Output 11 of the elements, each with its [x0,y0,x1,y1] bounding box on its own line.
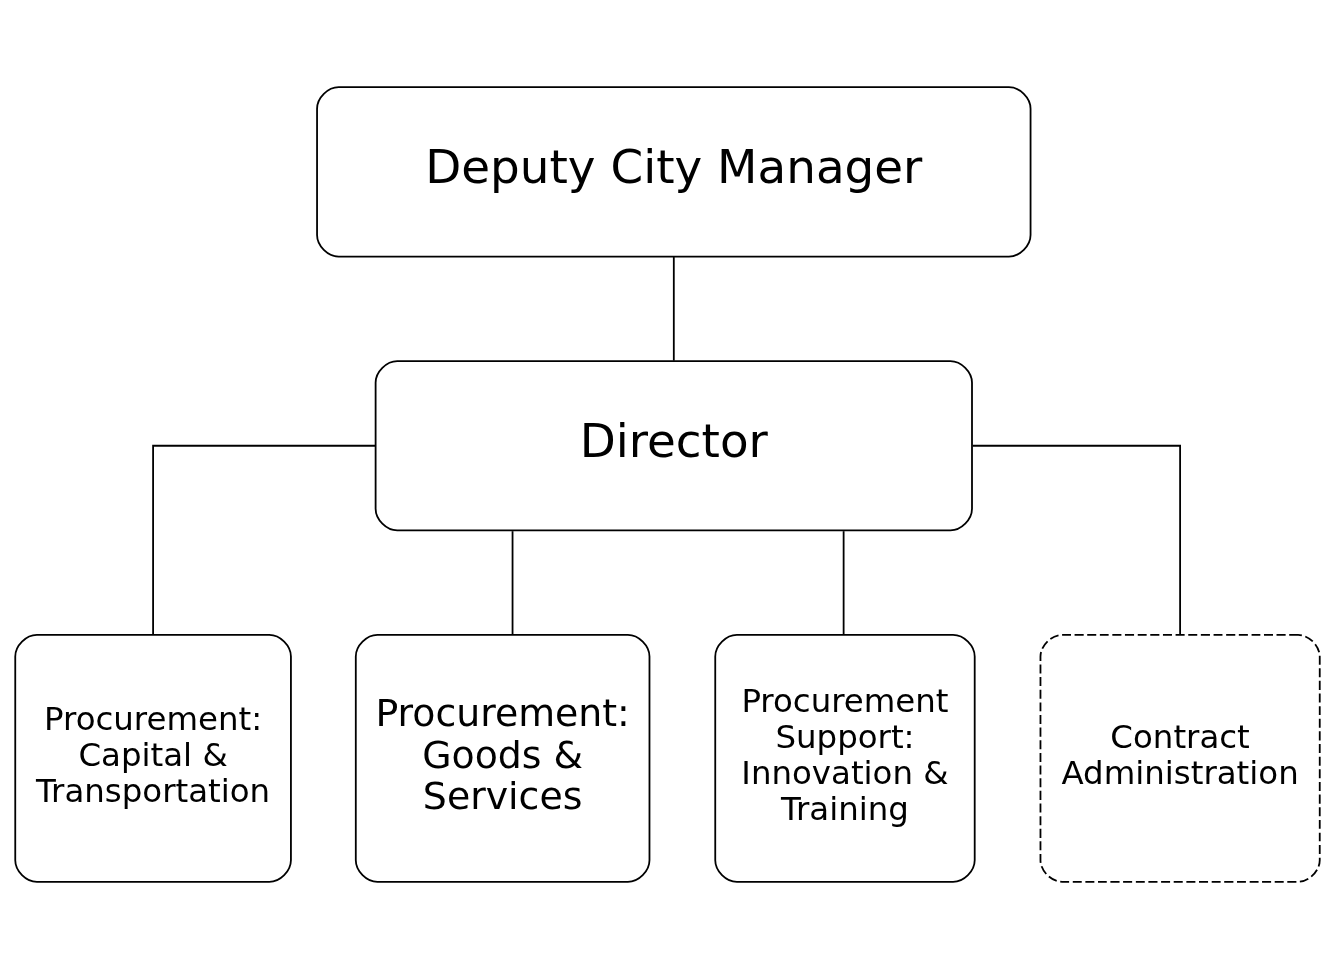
node-box: Deputy City Manager [316,85,1032,257]
connector [971,444,1181,636]
node-box: Contract Administration [1039,633,1321,883]
node-box: Procurement: Goods & Services [354,633,651,883]
connector [511,529,514,635]
node-box: Director [374,359,973,531]
node-box: Procurement Support: Innovation & Training [714,633,976,883]
node-box: Procurement: Capital & Transportation [14,633,292,883]
connector [152,444,377,636]
connector [672,255,675,362]
connector [842,529,845,635]
